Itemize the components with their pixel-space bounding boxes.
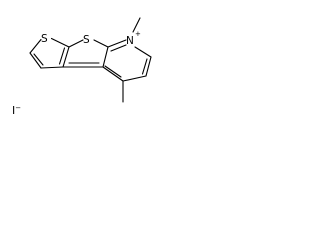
bond-c5-c4: [122, 75, 147, 82]
central-thiophene-ring: [62, 39, 109, 68]
nitrogen-label: N: [126, 35, 134, 47]
bond-c3-c3a: [40, 66, 64, 69]
bond-c3a-c8a-double: [58, 47, 66, 65]
pyridinium-ring: [102, 39, 152, 82]
bond-c8a-s1: [50, 37, 70, 48]
bond-c4-c4a-double: [104, 65, 122, 78]
bond-c2-c3-double: [33, 53, 44, 66]
nitrogen-charge-label: +: [135, 30, 141, 38]
bond-c7a-n: [107, 39, 127, 48]
iodide-symbol: I: [12, 104, 16, 117]
bond-c3a-c8a: [62, 46, 70, 68]
bond-c6-c5-double: [141, 58, 148, 75]
bond-c4-c4a: [102, 66, 124, 82]
bond-s1-c2: [29, 38, 42, 54]
thiophene-ring: [29, 37, 70, 69]
bond-n-c6: [134, 46, 152, 58]
bond-c7a-c4a: [102, 46, 109, 68]
bond-s8-c7a: [93, 39, 109, 48]
n-methyl-bond: [132, 17, 141, 33]
bond-c8a-s8: [68, 39, 84, 48]
chemical-structure: S S N +: [29, 17, 152, 103]
iodide-charge: −: [15, 104, 22, 112]
bond-c7a-n-double: [110, 44, 127, 52]
iodide-counterion: I−: [12, 105, 21, 117]
bond-c6-c5: [145, 56, 152, 77]
bond-c2-c3: [29, 52, 42, 69]
thiophene-sulfur-label: S: [41, 33, 48, 45]
bridge-sulfur-label: S: [83, 34, 90, 46]
